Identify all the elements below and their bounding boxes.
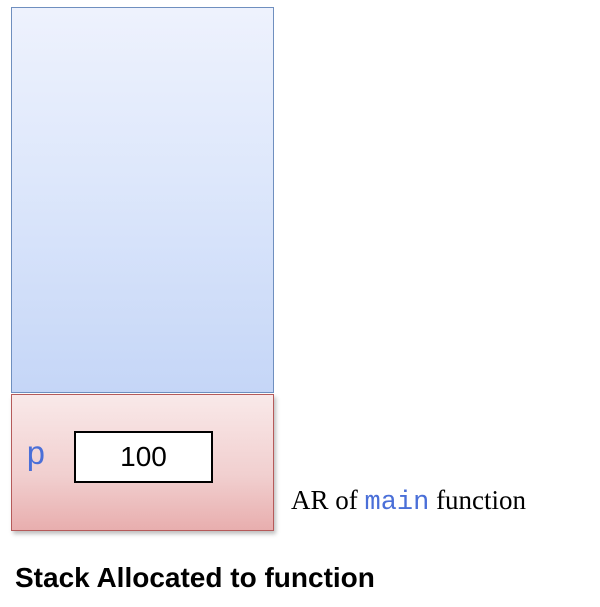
activation-record-label: AR of main function bbox=[291, 482, 526, 521]
label-function-name: main bbox=[364, 488, 430, 518]
diagram-caption: Stack Allocated to function bbox=[15, 562, 375, 593]
label-suffix: function bbox=[436, 485, 527, 515]
variable-value: 100 bbox=[120, 441, 167, 472]
label-prefix: AR of bbox=[291, 485, 358, 515]
variable-name-p: p bbox=[26, 437, 46, 474]
variable-value-box: 100 bbox=[74, 431, 213, 483]
stack-free-region bbox=[11, 7, 274, 393]
